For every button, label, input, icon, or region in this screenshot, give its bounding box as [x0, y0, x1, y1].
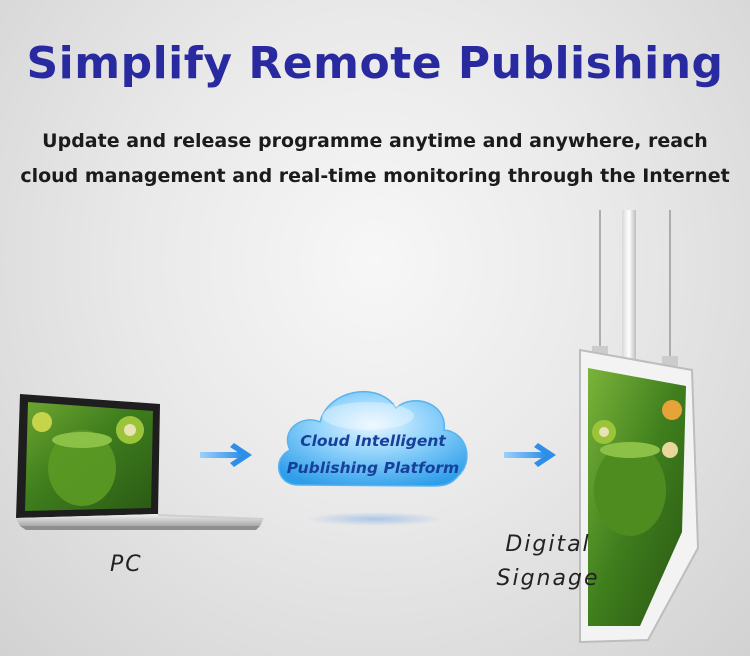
- subtitle-line-1: Update and release programme anytime and…: [42, 130, 708, 152]
- page-subtitle: Update and release programme anytime and…: [10, 124, 740, 194]
- cloud-shadow: [305, 512, 445, 526]
- cloud-icon: [277, 391, 468, 487]
- digital-signage-label: Digital Signage: [493, 528, 603, 596]
- arrow-right-icon: [200, 443, 252, 467]
- cloud-platform-label: Cloud Intelligent Publishing Platform: [270, 428, 476, 482]
- signage-label: Signage: [496, 566, 600, 591]
- cloud-line-2: Publishing Platform: [286, 459, 460, 477]
- page-title: Simplify Remote Publishing: [26, 38, 724, 89]
- cloud-line-1: Cloud Intelligent: [300, 432, 446, 450]
- digital-label: Digital: [505, 532, 591, 557]
- pc-label: PC: [110, 552, 143, 577]
- laptop-illustration: [16, 394, 264, 530]
- digital-signage-illustration: [579, 210, 700, 644]
- arrow-right-icon: [504, 443, 556, 467]
- subtitle-line-2: cloud management and real-time monitorin…: [20, 165, 730, 187]
